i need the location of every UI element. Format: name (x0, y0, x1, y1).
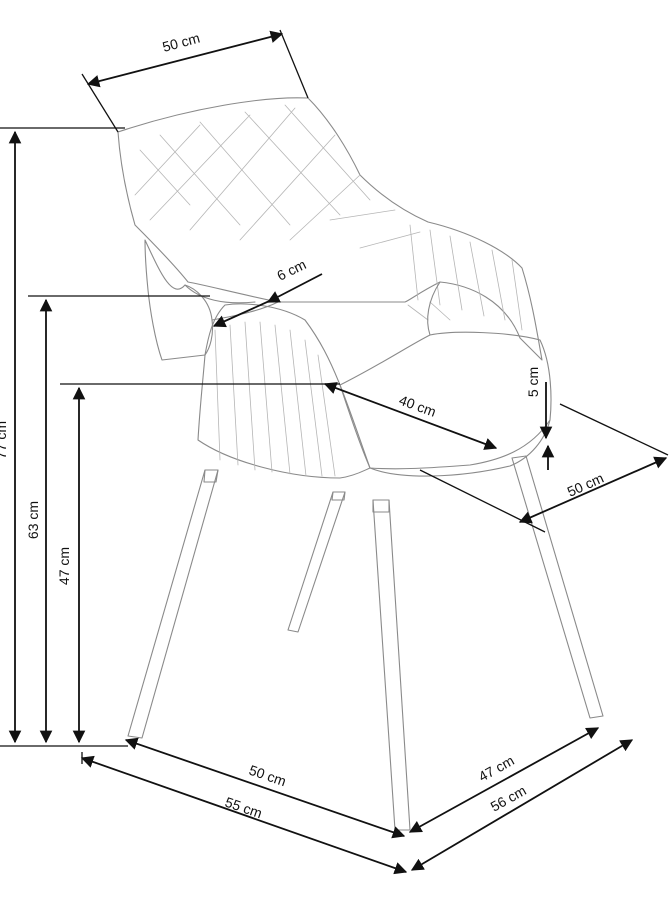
label-overall-width: 55 cm (223, 794, 264, 822)
arm-thickness-dim-line (212, 297, 277, 328)
seat-width-dim-line (518, 456, 668, 524)
label-top-width: 50 cm (161, 30, 202, 55)
left-armrest (144, 239, 214, 361)
label-armrest-height: 63 cm (25, 501, 41, 539)
seat-depth-dim-line (323, 382, 498, 450)
label-base-front-width: 50 cm (247, 762, 288, 790)
backrest-quilting (134, 104, 421, 249)
top-width-dim-line (86, 30, 284, 88)
label-seat-thickness: 5 cm (525, 367, 541, 397)
label-arm-thickness: 6 cm (274, 256, 308, 284)
leg-back-left (287, 491, 346, 633)
label-overall-depth: 56 cm (488, 782, 529, 814)
backrest-outline (117, 97, 543, 361)
seat-front-edge (369, 419, 551, 477)
leg-caps (203, 469, 390, 513)
leg-right (511, 455, 604, 719)
label-base-side-depth: 47 cm (476, 752, 517, 784)
leg-front-middle (372, 499, 411, 831)
back-ribbing (407, 224, 523, 331)
right-arm-curve (427, 281, 441, 336)
dimension-labels: 50 cm 6 cm 77 cm 63 cm 47 cm 40 cm 5 cm … (0, 30, 606, 822)
label-seat-height: 47 cm (56, 547, 72, 585)
shell-ribbing (214, 321, 336, 477)
label-seat-depth: 40 cm (397, 392, 438, 420)
dimension-lines (0, 29, 669, 875)
label-total-height: 77 cm (0, 421, 9, 459)
label-seat-width: 50 cm (565, 470, 606, 500)
leg-front-left (127, 469, 219, 739)
overall-depth-dim-line (410, 739, 634, 871)
overall-width-dim-line (80, 755, 408, 875)
chair-sketch (117, 97, 604, 831)
